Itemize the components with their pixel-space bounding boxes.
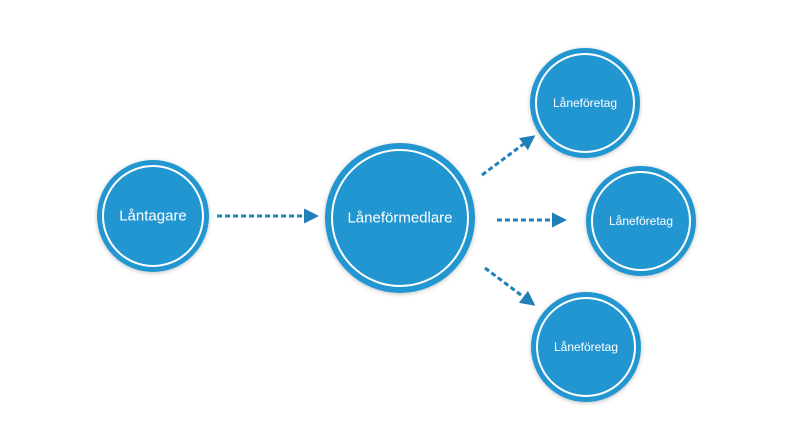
node-broker-label: Låneförmedlare — [347, 210, 452, 227]
arrow-broker-to-lender-bottom — [484, 266, 536, 306]
node-broker: Låneförmedlare — [325, 143, 475, 293]
node-borrower: Låntagare — [97, 160, 209, 272]
node-lender-bottom-label: Låneföretag — [554, 340, 618, 354]
node-borrower-label: Låntagare — [119, 208, 187, 225]
node-lender-top: Låneföretag — [530, 48, 640, 158]
node-lender-middle: Låneföretag — [586, 166, 696, 276]
node-lender-bottom: Låneföretag — [531, 292, 641, 402]
edges — [217, 135, 567, 306]
node-lender-middle-label: Låneföretag — [609, 214, 673, 228]
node-lender-top-label: Låneföretag — [553, 96, 617, 110]
arrow-broker-to-lender-top — [481, 135, 536, 177]
